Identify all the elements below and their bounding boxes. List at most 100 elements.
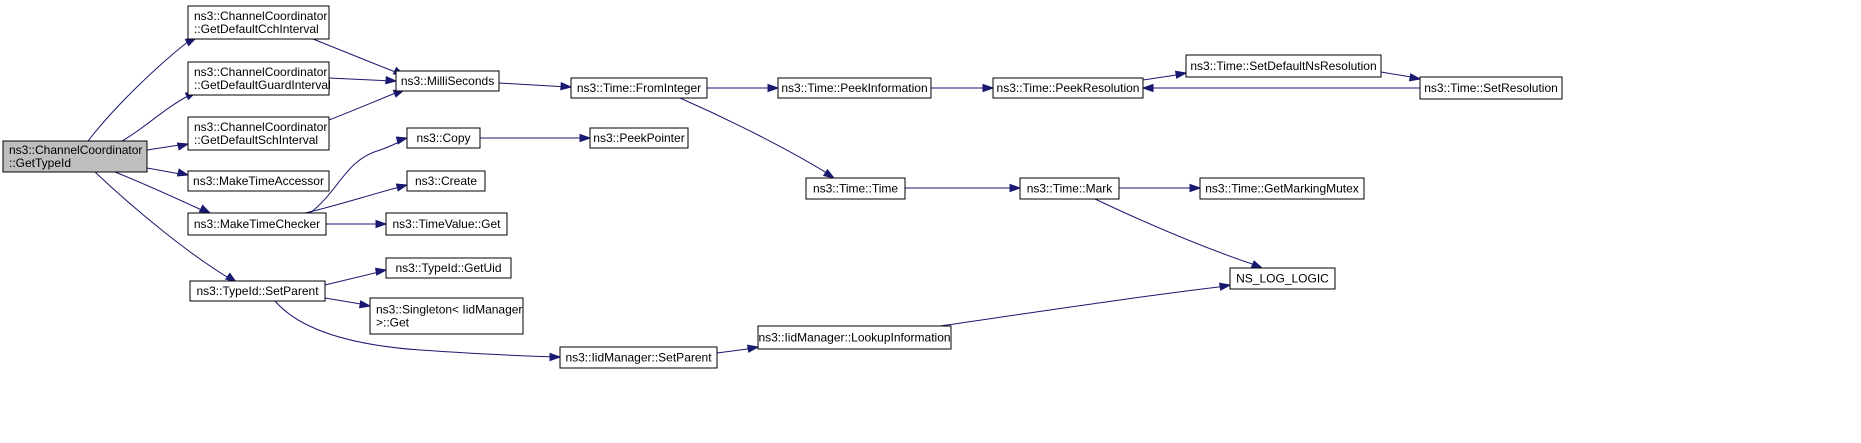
node-cch[interactable]: ns3::ChannelCoordinator::GetDefaultCchIn… [187,5,330,40]
edge-peekinfo-to-peekres [931,83,995,93]
node-box[interactable] [589,127,689,149]
node-label: NS_LOG_LOGIC [1236,272,1329,286]
edge-fromint-to-time [679,97,836,179]
node-label: ns3::ChannelCoordinator [9,143,142,157]
node-label: ns3::IidManager::LookupInformation [758,331,950,345]
node-box[interactable] [187,170,330,192]
node-mark[interactable]: ns3::Time::Mark [1019,177,1120,200]
node-box[interactable] [187,212,327,236]
node-label: ::GetDefaultGuardInterval [194,78,331,92]
node-create[interactable]: ns3::Create [406,170,486,192]
node-checker[interactable]: ns3::MakeTimeChecker [187,212,327,236]
node-label: ns3::MakeTimeAccessor [193,174,324,188]
edge-line [1094,198,1259,267]
node-label: >::Get [376,316,410,330]
arrowhead-icon [1141,83,1154,93]
node-box[interactable] [395,70,500,92]
arrowhead-icon [1250,260,1264,269]
edge-setdefres-to-setres [1380,71,1422,82]
arrowhead-icon [560,81,573,91]
edge-root-to-accessor [146,167,190,177]
arrowhead-icon [1009,183,1022,193]
node-timevalueget[interactable]: ns3::TimeValue::Get [385,212,508,236]
edge-root-to-guard [121,91,198,142]
node-box[interactable] [187,61,330,96]
node-setdefres[interactable]: ns3::Time::SetDefaultNsResolution [1185,54,1382,78]
node-box[interactable] [2,140,148,173]
node-getmutex[interactable]: ns3::Time::GetMarkingMutex [1199,177,1365,200]
node-label: ns3::IidManager::SetParent [565,351,712,365]
node-box[interactable] [385,257,512,279]
edge-line [309,139,405,214]
node-singleton[interactable]: ns3::Singleton< IidManager >::Get [369,297,524,335]
node-box[interactable] [757,325,952,350]
edge-copy-to-peekptr [480,133,592,143]
node-milli[interactable]: ns3::MilliSeconds [395,70,500,92]
node-box[interactable] [1185,54,1382,78]
edge-root-to-cch [87,37,198,142]
node-guard[interactable]: ns3::ChannelCoordinator::GetDefaultGuard… [187,61,331,96]
edge-iidsetparent-to-lookup [716,344,760,354]
node-time[interactable]: ns3::Time::Time [805,177,906,200]
arrowhead-icon [176,142,190,151]
edge-checker-to-timevalueget [326,219,388,229]
node-box[interactable] [992,77,1144,99]
node-root[interactable]: ns3::ChannelCoordinator::GetTypeId [2,140,148,173]
node-label: ns3::Time::Time [813,182,898,196]
edge-line [304,185,405,214]
edge-guard-to-milli [328,75,398,85]
edge-line [312,38,399,74]
node-box[interactable] [369,297,524,335]
node-box[interactable] [1199,177,1365,200]
edge-time-to-mark [905,183,1022,193]
arrowhead-icon [374,267,388,276]
node-fromint[interactable]: ns3::Time::FromInteger [570,77,708,99]
node-box[interactable] [187,116,330,151]
edge-line [328,77,393,82]
node-copy[interactable]: ns3::Copy [406,127,481,149]
node-label: ns3::ChannelCoordinator [194,9,327,23]
node-sch[interactable]: ns3::ChannelCoordinator::GetDefaultSchIn… [187,116,330,151]
node-label: ns3::Time::Mark [1027,182,1114,196]
node-box[interactable] [777,77,932,99]
node-box[interactable] [385,212,508,236]
node-box[interactable] [189,280,326,302]
node-label: ns3::Create [415,174,477,188]
edge-line [498,82,569,88]
node-accessor[interactable]: ns3::MakeTimeAccessor [187,170,330,192]
node-peekinfo[interactable]: ns3::Time::PeekInformation [777,77,932,99]
node-getuid[interactable]: ns3::TypeId::GetUid [385,257,512,279]
node-label: ns3::Time::PeekInformation [781,81,927,95]
edge-peekres-to-setdefres [1142,70,1188,81]
node-nslog[interactable]: NS_LOG_LOGIC [1229,267,1336,290]
node-box[interactable] [406,127,481,149]
edge-mark-to-nslog [1094,198,1264,269]
edge-line [274,300,558,358]
node-lookup[interactable]: ns3::IidManager::LookupInformation [757,325,952,350]
arrowhead-icon [395,183,409,192]
node-label: ns3::MakeTimeChecker [194,217,320,231]
node-setparent[interactable]: ns3::TypeId::SetParent [189,280,326,302]
edges-layer [87,37,1422,362]
edge-setparent-to-singleton [324,297,372,309]
node-box[interactable] [1419,76,1563,100]
node-label: ns3::Time::SetDefaultNsResolution [1190,59,1376,73]
node-box[interactable] [805,177,906,200]
arrowhead-icon [176,168,190,177]
node-box[interactable] [1229,267,1336,290]
node-setres[interactable]: ns3::Time::SetResolution [1419,76,1563,100]
arrowhead-icon [746,344,760,353]
node-box[interactable] [570,77,708,99]
arrowhead-icon [1189,183,1202,193]
node-box[interactable] [1019,177,1120,200]
edge-fromint-to-peekinfo [707,83,780,93]
node-box[interactable] [559,346,718,369]
node-box[interactable] [406,170,486,192]
nodes-layer: ns3::ChannelCoordinator::GetTypeIdns3::C… [2,5,1563,369]
node-peekres[interactable]: ns3::Time::PeekResolution [992,77,1144,99]
node-box[interactable] [187,5,330,40]
node-label: ::GetTypeId [9,156,71,170]
node-iidsetparent[interactable]: ns3::IidManager::SetParent [559,346,718,369]
arrowhead-icon [549,352,562,362]
node-peekptr[interactable]: ns3::PeekPointer [589,127,689,149]
